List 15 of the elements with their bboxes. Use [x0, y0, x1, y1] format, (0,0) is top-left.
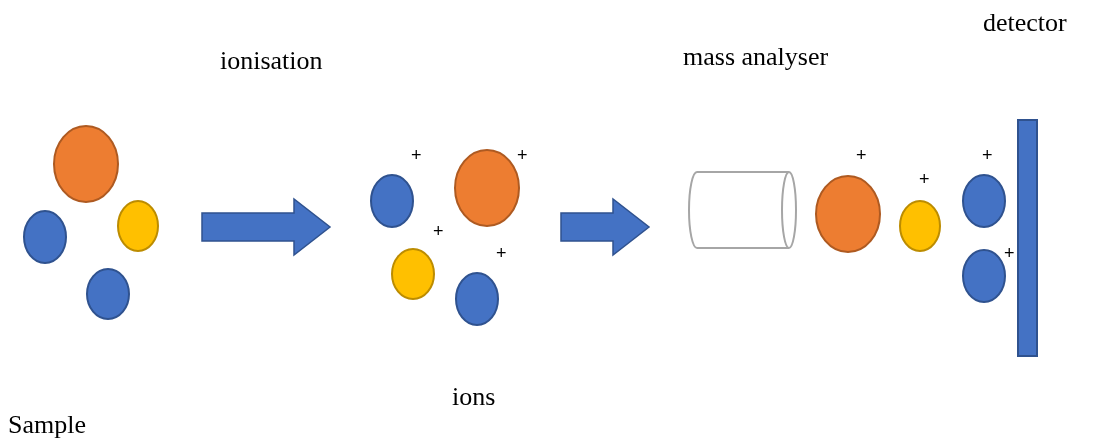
block-arrow — [560, 197, 651, 257]
caption-label: ions — [452, 384, 496, 410]
caption-label: detector — [983, 10, 1067, 36]
charge-sign: + — [919, 170, 930, 188]
caption-label: mass analyser — [683, 44, 829, 70]
block-arrow — [201, 197, 332, 257]
step-label: ionisation — [220, 48, 323, 74]
charge-sign: + — [433, 222, 444, 240]
charge-sign: + — [411, 146, 422, 164]
charge-sign: + — [496, 244, 507, 262]
charge-sign: + — [856, 146, 867, 164]
charge-sign: + — [982, 146, 993, 164]
caption-label: Sample — [8, 412, 86, 438]
charge-sign: + — [1004, 244, 1015, 262]
charge-sign: + — [517, 146, 528, 164]
